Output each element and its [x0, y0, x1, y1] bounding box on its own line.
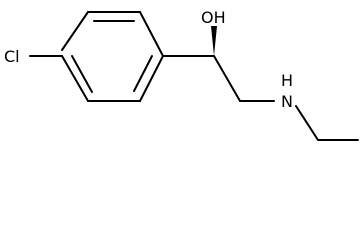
ring-bond-6 [61, 55, 89, 102]
chlorine-label: Cl [4, 47, 20, 66]
amine-h-label: H [281, 71, 293, 90]
ring-bond-1 [61, 11, 89, 51]
hydroxyl-label: OH [201, 8, 226, 27]
ring-bond-3 [139, 11, 164, 57]
amine-n-label: N [281, 92, 293, 111]
benzene-ring [61, 11, 164, 102]
molecule-diagram: Cl OH H N [4, 8, 359, 141]
ring-bond-4 [139, 55, 164, 102]
n-to-ch2-bond [295, 105, 319, 141]
carbinol-to-ch2-bond [213, 55, 241, 102]
ring-double-bond-right [133, 55, 153, 92]
stereo-wedge-bond [211, 26, 217, 56]
ring-double-bond-left [71, 55, 93, 93]
